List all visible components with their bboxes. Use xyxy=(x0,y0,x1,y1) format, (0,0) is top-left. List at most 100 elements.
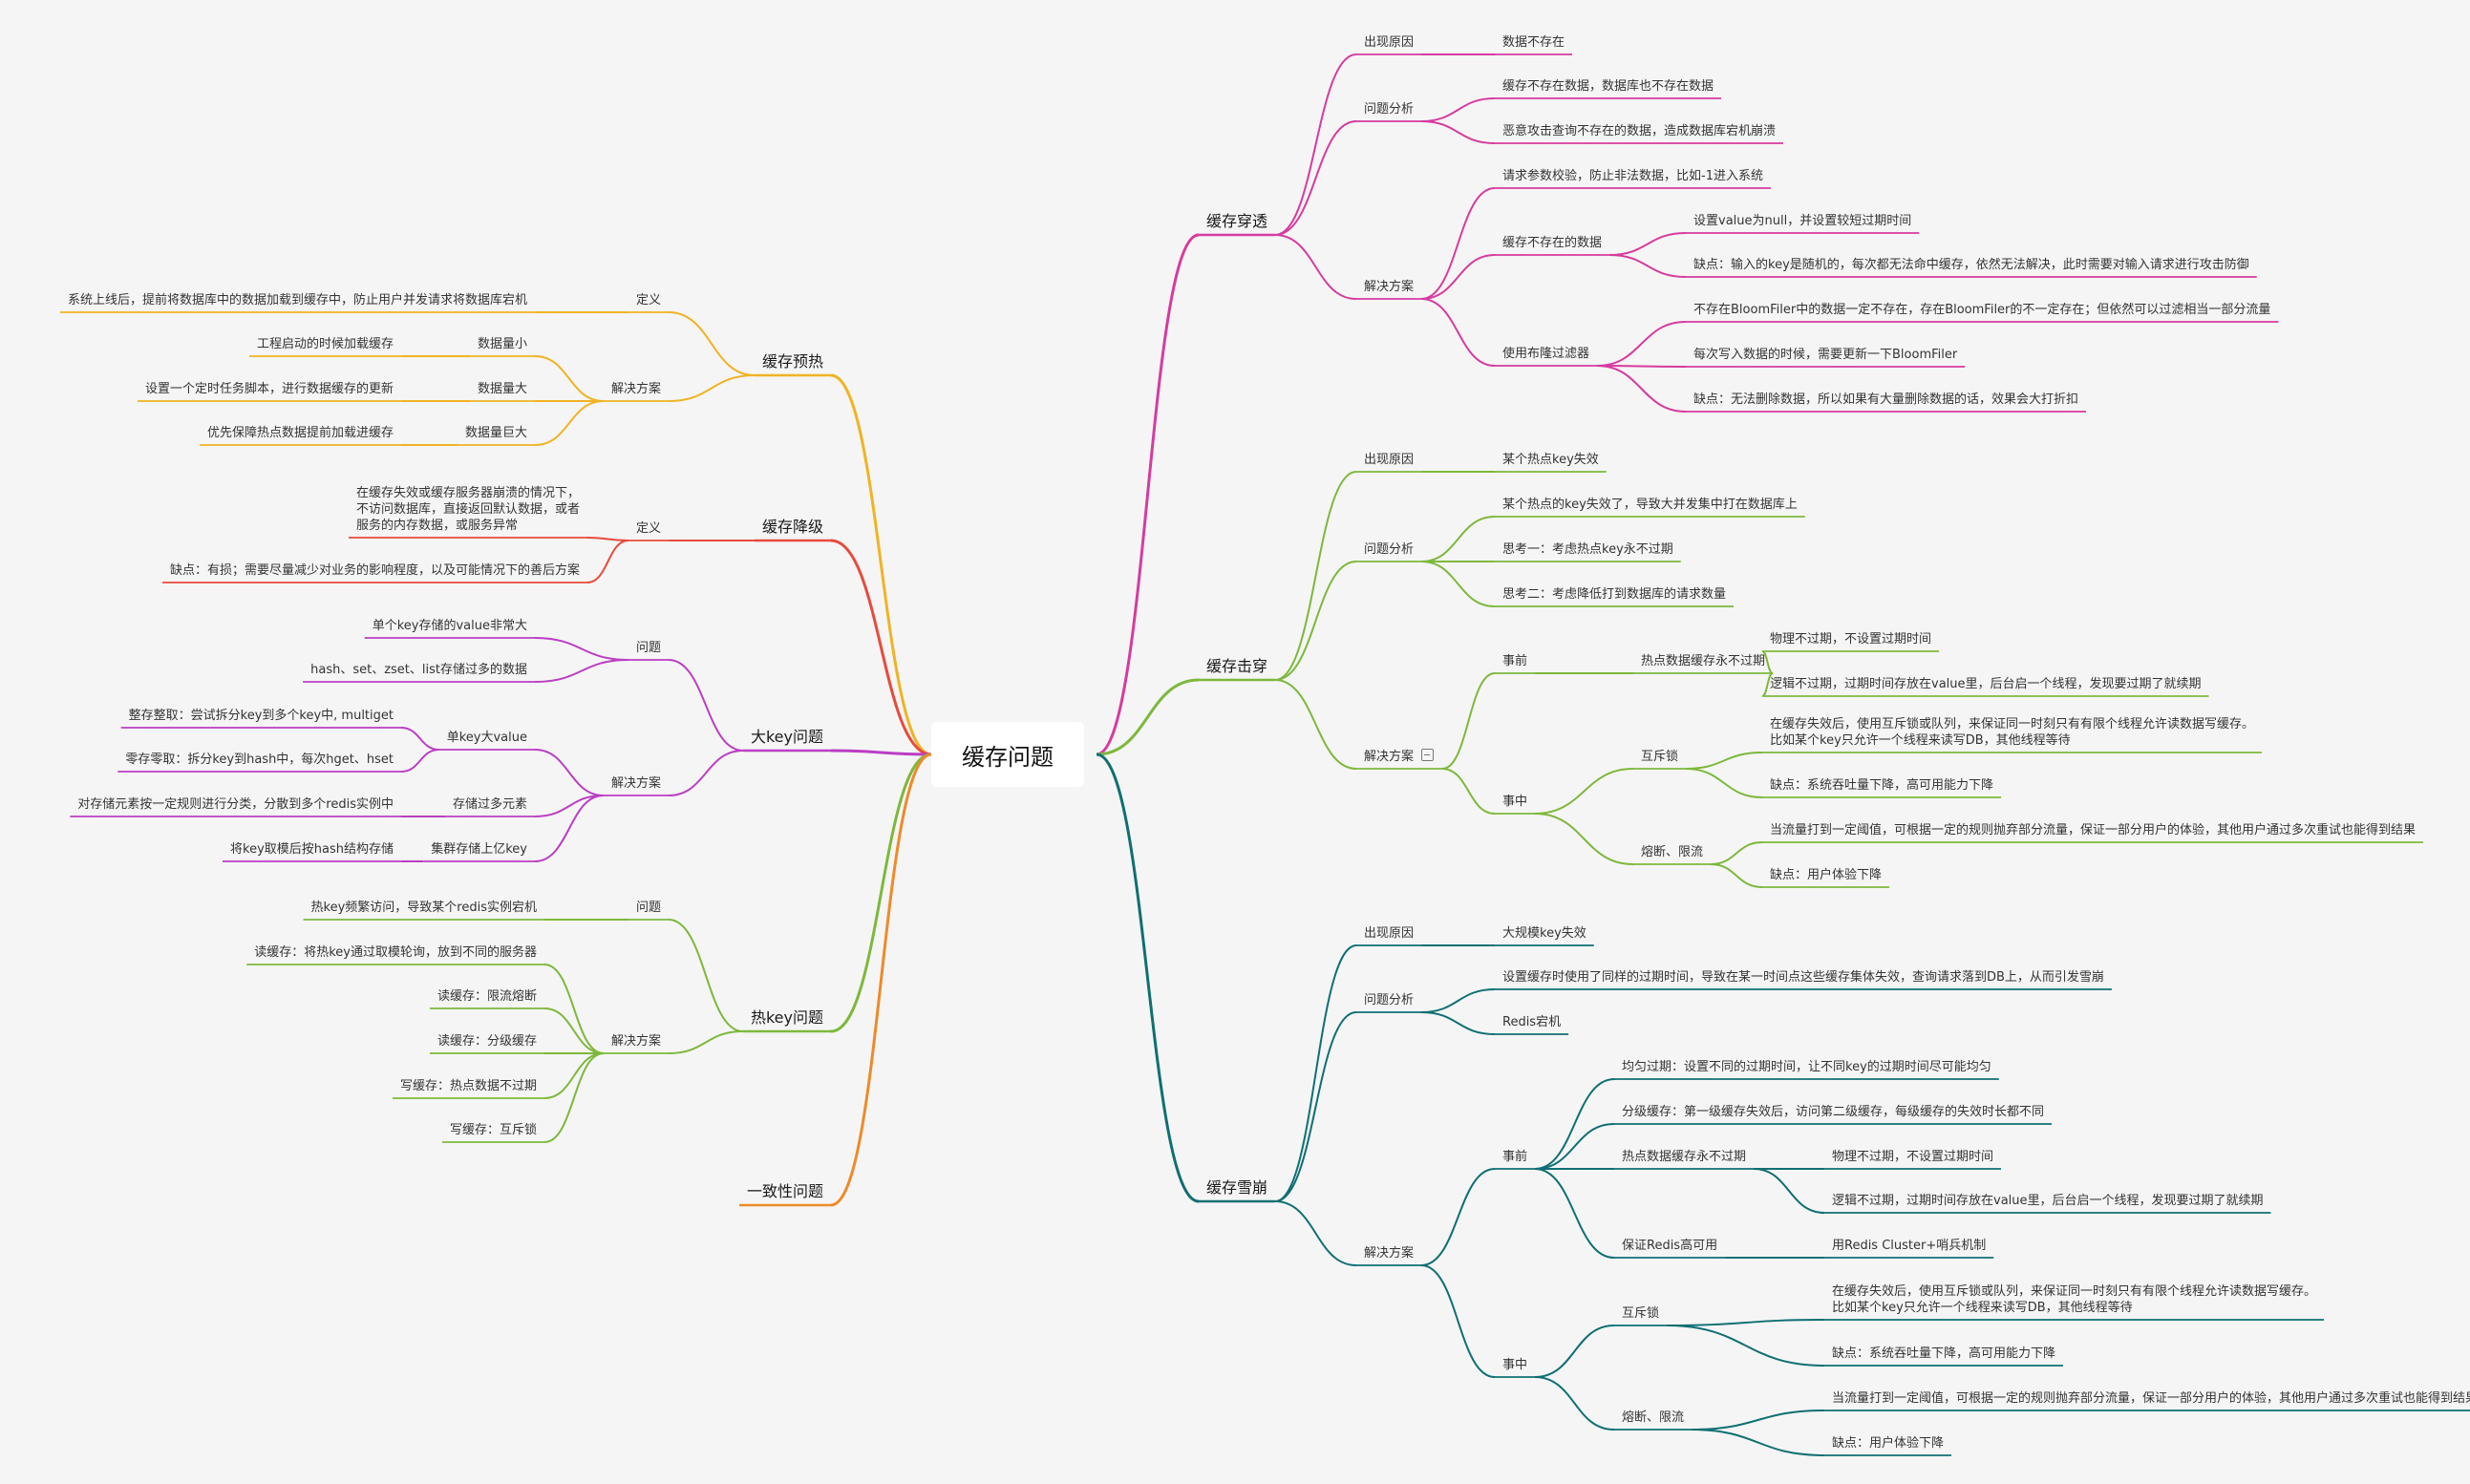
node-breakdown-3-1[interactable]: 逻辑不过期，过期时间存放在value里，后台启一个线程，发现要过期了就续期 xyxy=(1770,676,2202,692)
branch-bigkey-label: 大key问题 xyxy=(750,728,823,746)
node-penetration-1-1[interactable]: 缓存不存在的数据 xyxy=(1502,235,1602,251)
node-avalanche-3-1[interactable]: 缺点：用户体验下降 xyxy=(1832,1435,1944,1452)
node-avalanche-2-2[interactable]: 热点数据缓存永不过期 xyxy=(1622,1149,1746,1165)
node-bigkey-1-2[interactable]: 集群存储上亿key xyxy=(431,841,527,858)
node-degrade-1-0[interactable]: 在缓存失效或缓存服务器崩溃的情况下， 不访问数据库，直接返回默认数据，或者 服务… xyxy=(356,485,580,534)
node-preheat-2-0[interactable]: 设置一个定时任务脚本，进行数据缓存的更新 xyxy=(145,381,394,397)
node-penetration-0-1[interactable]: 问题分析 xyxy=(1364,101,1414,117)
node-preheat-1-0[interactable]: 系统上线后，提前将数据库中的数据加载到缓存中，防止用户并发请求将数据库宕机 xyxy=(68,292,527,308)
node-breakdown-1-1[interactable]: 事中 xyxy=(1502,794,1527,810)
node-preheat-0-0[interactable]: 定义 xyxy=(636,292,661,308)
node-preheat-2-0[interactable]: 工程启动的时候加载缓存 xyxy=(257,336,394,352)
node-hotkey-0-0[interactable]: 问题 xyxy=(636,900,661,916)
branch-bigkey[interactable]: 大key问题 xyxy=(751,729,823,745)
node-avalanche-2-0[interactable]: 互斥锁 xyxy=(1622,1305,1659,1322)
node-avalanche-3-0[interactable]: 物理不过期，不设置过期时间 xyxy=(1832,1149,1993,1165)
branch-breakdown[interactable]: 缓存击穿 xyxy=(1206,658,1267,674)
node-penetration-0-2[interactable]: 解决方案 xyxy=(1364,279,1414,295)
node-avalanche-3-0[interactable]: 在缓存失效后，使用互斥锁或队列，来保证同一时刻只有有限个线程允许读数据写缓存。 … xyxy=(1832,1283,2316,1316)
node-penetration-2-0[interactable]: 设置value为null，并设置较短过期时间 xyxy=(1693,213,1911,229)
node-hotkey-1-4[interactable]: 写缓存：互斥锁 xyxy=(450,1122,537,1138)
node-bigkey-1-0[interactable]: 单key大value xyxy=(447,730,527,746)
node-penetration-1-0[interactable]: 缓存不存在数据，数据库也不存在数据 xyxy=(1502,78,1714,95)
node-bigkey-0-0-label: 问题 xyxy=(635,641,661,655)
node-avalanche-1-0[interactable]: 大规模key失效 xyxy=(1502,925,1586,942)
node-penetration-1-0[interactable]: 数据不存在 xyxy=(1502,34,1565,51)
node-breakdown-1-0[interactable]: 某个热点的key失效了，导致大并发集中打在数据库上 xyxy=(1502,497,1798,513)
node-breakdown-2-0[interactable]: 热点数据缓存永不过期 xyxy=(1641,653,1765,669)
node-avalanche-0-2[interactable]: 解决方案 xyxy=(1364,1245,1414,1261)
node-breakdown-1-0[interactable]: 某个热点key失效 xyxy=(1502,452,1599,468)
root-topic[interactable]: 缓存问题 xyxy=(931,722,1084,787)
node-breakdown-3-1[interactable]: 缺点：系统吞吐量下降，高可用能力下降 xyxy=(1770,777,1993,794)
node-preheat-1-2[interactable]: 数据量巨大 xyxy=(465,425,527,441)
node-preheat-2-0[interactable]: 优先保障热点数据提前加载进缓存 xyxy=(207,425,394,441)
node-penetration-2-0[interactable]: 不存在BloomFiler中的数据一定不存在，存在BloomFiler的不一定存… xyxy=(1693,302,2270,318)
node-bigkey-2-0[interactable]: 将key取模后按hash结构存储 xyxy=(230,841,394,858)
node-penetration-1-2[interactable]: 使用布隆过滤器 xyxy=(1502,346,1589,362)
branch-degrade[interactable]: 缓存降级 xyxy=(762,519,823,535)
node-avalanche-2-1[interactable]: 分级缓存：第一级缓存失效后，访问第二级缓存，每级缓存的失效时长都不同 xyxy=(1622,1104,2044,1120)
node-preheat-1-1[interactable]: 数据量大 xyxy=(478,381,527,397)
connector-line xyxy=(1534,1168,1615,1259)
node-breakdown-1-1[interactable]: 思考一：考虑热点key永不过期 xyxy=(1502,541,1673,558)
node-hotkey-1-1[interactable]: 读缓存：限流熔断 xyxy=(437,988,537,1005)
branch-hotkey[interactable]: 热key问题 xyxy=(751,1009,823,1026)
node-avalanche-1-1[interactable]: 事中 xyxy=(1502,1357,1527,1373)
branch-consistency[interactable]: 一致性问题 xyxy=(747,1183,823,1199)
node-breakdown-0-2[interactable]: 解决方案 xyxy=(1364,749,1435,765)
node-penetration-2-0-label: 设置value为null，并设置较短过期时间 xyxy=(1693,214,1912,228)
node-hotkey-1-2[interactable]: 读缓存：分级缓存 xyxy=(437,1033,537,1049)
node-penetration-1-0[interactable]: 请求参数校验，防止非法数据，比如-1进入系统 xyxy=(1502,168,1763,184)
node-bigkey-0-0[interactable]: 问题 xyxy=(636,640,661,656)
node-breakdown-2-1[interactable]: 熔断、限流 xyxy=(1641,844,1703,860)
node-bigkey-1-1[interactable]: hash、set、zset、list存储过多的数据 xyxy=(310,662,527,678)
branch-penetration[interactable]: 缓存穿透 xyxy=(1206,213,1267,229)
node-hotkey-0-1[interactable]: 解决方案 xyxy=(611,1033,661,1049)
node-breakdown-3-1[interactable]: 缺点：用户体验下降 xyxy=(1770,867,1882,883)
node-breakdown-1-2[interactable]: 思考二：考虑降低打到数据库的请求数量 xyxy=(1502,586,1726,603)
node-penetration-2-1[interactable]: 缺点：输入的key是随机的，每次都无法命中缓存，依然无法解决，此时需要对输入请求… xyxy=(1693,257,2249,273)
node-hotkey-0-0-label: 问题 xyxy=(635,901,661,915)
node-breakdown-1-0[interactable]: 事前 xyxy=(1502,653,1527,669)
node-breakdown-0-1[interactable]: 问题分析 xyxy=(1364,541,1414,558)
node-bigkey-2-0[interactable]: 对存储元素按一定规则进行分类，分散到多个redis实例中 xyxy=(77,796,394,813)
node-bigkey-2-0[interactable]: 整存整取：尝试拆分key到多个key中, multiget xyxy=(129,708,394,724)
node-avalanche-2-3[interactable]: 保证Redis高可用 xyxy=(1622,1238,1717,1254)
node-avalanche-2-0[interactable]: 均匀过期：设置不同的过期时间，让不同key的过期时间尽可能均匀 xyxy=(1622,1059,1991,1075)
node-bigkey-1-1[interactable]: 存储过多元素 xyxy=(453,796,527,813)
node-avalanche-3-0[interactable]: 当流量打到一定阈值，可根据一定的规则抛弃部分流量，保证一部分用户的体验，其他用户… xyxy=(1832,1390,2470,1407)
node-penetration-2-2[interactable]: 缺点：无法删除数据，所以如果有大量删除数据的话，效果会大打折扣 xyxy=(1693,392,2078,408)
node-avalanche-1-1[interactable]: Redis宕机 xyxy=(1502,1014,1561,1030)
branch-preheat[interactable]: 缓存预热 xyxy=(762,353,823,370)
node-breakdown-3-0[interactable]: 在缓存失效后，使用互斥锁或队列，来保证同一时刻只有有限个线程允许读数据写缓存。 … xyxy=(1770,716,2254,749)
node-bigkey-2-1[interactable]: 零存零取：拆分key到hash中，每次hget、hset xyxy=(125,752,394,768)
node-hotkey-1-0[interactable]: 读缓存：将热key通过取模轮询，放到不同的服务器 xyxy=(254,944,537,961)
node-avalanche-0-0[interactable]: 出现原因 xyxy=(1364,925,1414,942)
node-hotkey-1-0[interactable]: 热key频繁访问，导致某个redis实例宕机 xyxy=(311,900,537,916)
node-penetration-2-1[interactable]: 每次写入数据的时候，需要更新一下BloomFiler xyxy=(1693,347,1957,363)
node-penetration-0-0[interactable]: 出现原因 xyxy=(1364,34,1414,51)
node-avalanche-1-0[interactable]: 设置缓存时使用了同样的过期时间，导致在某一时间点这些缓存集体失效，查询请求落到D… xyxy=(1502,969,2104,986)
node-degrade-0-0[interactable]: 定义 xyxy=(636,520,661,537)
node-penetration-1-1[interactable]: 恶意攻击查询不存在的数据，造成数据库宕机崩溃 xyxy=(1502,123,1776,139)
node-avalanche-2-1[interactable]: 熔断、限流 xyxy=(1622,1410,1684,1426)
node-avalanche-3-0[interactable]: 用Redis Cluster+哨兵机制 xyxy=(1832,1238,1986,1254)
node-avalanche-1-0[interactable]: 事前 xyxy=(1502,1149,1527,1165)
node-breakdown-0-0[interactable]: 出现原因 xyxy=(1364,452,1414,468)
node-bigkey-1-0[interactable]: 单个key存储的value非常大 xyxy=(373,618,527,634)
node-breakdown-3-0[interactable]: 物理不过期，不设置过期时间 xyxy=(1770,631,1931,647)
branch-avalanche[interactable]: 缓存雪崩 xyxy=(1206,1179,1267,1196)
node-breakdown-3-0[interactable]: 当流量打到一定阈值，可根据一定的规则抛弃部分流量，保证一部分用户的体验，其他用户… xyxy=(1770,822,2416,838)
node-preheat-0-1[interactable]: 解决方案 xyxy=(611,381,661,397)
node-hotkey-1-3[interactable]: 写缓存：热点数据不过期 xyxy=(400,1078,537,1094)
node-degrade-1-1[interactable]: 缺点：有损；需要尽量减少对业务的影响程度，以及可能情况下的善后方案 xyxy=(170,562,580,579)
node-avalanche-3-1[interactable]: 缺点：系统吞吐量下降，高可用能力下降 xyxy=(1832,1346,2055,1362)
node-breakdown-2-0[interactable]: 互斥锁 xyxy=(1641,749,1678,765)
connector-line xyxy=(543,1052,605,1143)
node-avalanche-3-1[interactable]: 逻辑不过期，过期时间存放在value里，后台启一个线程，发现要过期了就续期 xyxy=(1832,1193,2264,1209)
node-preheat-1-0[interactable]: 数据量小 xyxy=(478,336,527,352)
node-avalanche-0-1[interactable]: 问题分析 xyxy=(1364,992,1414,1008)
node-bigkey-0-1[interactable]: 解决方案 xyxy=(611,775,661,792)
